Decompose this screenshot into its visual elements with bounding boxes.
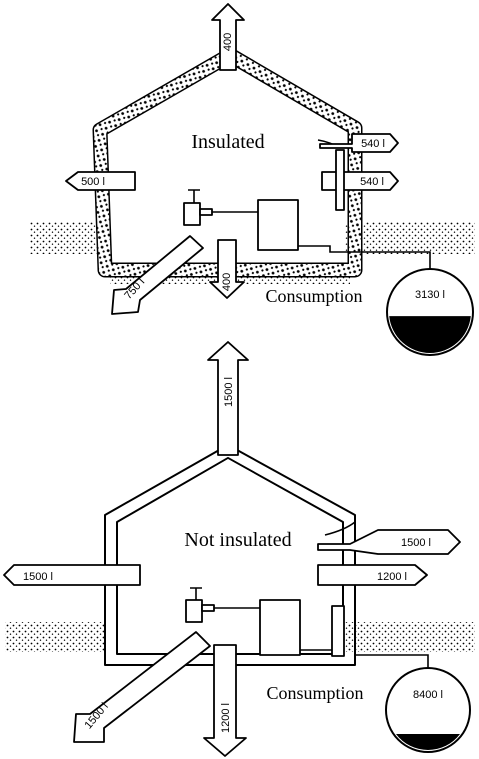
insulated-house-panel: 400 Insulated 540 l 500 l 540 l — [30, 3, 475, 356]
insulated-wall-right-value: 540 l — [360, 176, 384, 188]
not-insulated-floor-down-arrow: 1200 l — [203, 644, 247, 757]
not-insulated-wall-right-value: 1200 l — [377, 571, 407, 583]
insulated-supply-line — [298, 245, 431, 272]
ground-left-2 — [5, 622, 105, 652]
not-insulated-roof-value: 1500 l — [223, 377, 235, 407]
not-insulated-wall-left-value: 1500 l — [23, 571, 53, 583]
not-insulated-floor-diag-arrow: 1500 l — [73, 631, 211, 743]
insulated-wall-left-value: 500 l — [81, 176, 105, 188]
insulated-tank-value: 3130 l — [415, 289, 445, 301]
not-insulated-tank-value: 8400 l — [413, 689, 443, 701]
not-insulated-tap-icon — [185, 587, 215, 623]
insulated-floor-down-value: 400 — [221, 273, 233, 291]
not-insulated-roof-arrow: 1500 l — [207, 341, 249, 456]
not-insulated-floor-down-value: 1200 l — [220, 703, 232, 733]
not-insulated-title: Not insulated — [184, 529, 291, 551]
insulated-roof-arrow: 400 — [211, 3, 245, 71]
not-insulated-gutter-value: 1500 l — [401, 537, 431, 549]
ground-right-2 — [345, 622, 475, 652]
not-insulated-gutter-arrow: 1500 l — [317, 521, 461, 555]
insulated-floor-down-arrow: 400 — [209, 239, 245, 299]
insulated-wall-right-arrow: 540 l — [321, 171, 399, 191]
insulated-title: Insulated — [191, 131, 264, 153]
not-insulated-radiator — [331, 605, 345, 657]
insulated-tank: 3130 l — [386, 268, 474, 356]
not-insulated-wall-right-arrow: 1200 l — [317, 564, 428, 586]
insulated-radiator — [335, 149, 345, 211]
insulated-consumption-label: Consumption — [265, 286, 362, 306]
not-insulated-tank: 8400 l — [385, 667, 471, 753]
ground-right — [345, 222, 475, 254]
not-insulated-tank-line — [355, 654, 429, 672]
insulated-gutter-value: 540 l — [361, 138, 385, 150]
insulated-tap-icon — [183, 189, 213, 226]
not-insulated-house-panel: 1500 l Not insulated 1500 l 1500 l 1200 … — [3, 341, 475, 757]
not-insulated-envelope — [104, 444, 356, 666]
not-insulated-boiler — [259, 599, 301, 656]
insulated-gutter-arrow: 540 l — [317, 133, 399, 153]
not-insulated-wall-left-arrow: 1500 l — [3, 564, 141, 586]
insulated-roof-value: 400 — [222, 33, 234, 51]
insulated-boiler — [257, 199, 299, 251]
not-insulated-consumption-label: Consumption — [266, 683, 363, 703]
insulated-floor-diag-arrow: 750 l — [111, 235, 204, 315]
insulated-wall-left-arrow: 500 l — [65, 171, 136, 191]
